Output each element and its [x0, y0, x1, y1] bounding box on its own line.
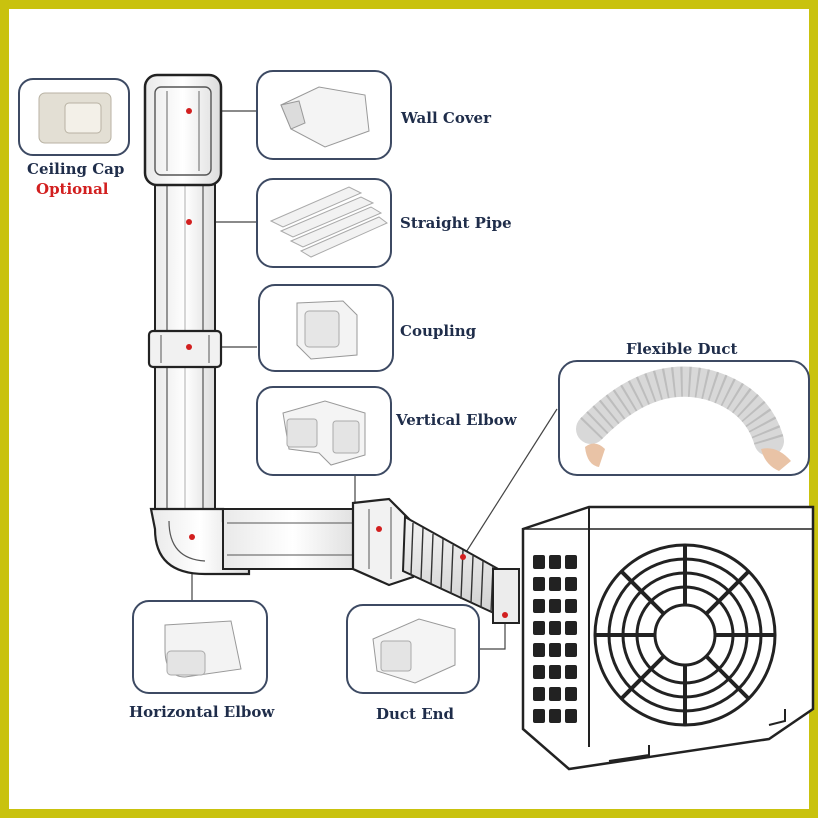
- callout-marker: [186, 108, 192, 114]
- flexible-duct-image: [558, 360, 810, 476]
- label-optional: Optional: [36, 180, 109, 198]
- callout-marker: [502, 612, 508, 618]
- callout-line-duct-end: [477, 615, 506, 650]
- vertical-duct: [143, 73, 223, 520]
- horizontal-elbow-image: [132, 600, 268, 694]
- callout-marker: [186, 219, 192, 225]
- duct-end-image: [346, 604, 480, 694]
- flexible-duct-part: [401, 515, 520, 624]
- label-flexible-duct: Flexible Duct: [626, 340, 738, 358]
- horizontal-run: [149, 497, 415, 587]
- ceiling-cap-image: [18, 78, 130, 156]
- ac-outdoor-unit: [521, 505, 815, 771]
- label-ceiling-cap: Ceiling Cap: [27, 160, 125, 178]
- label-horizontal-elbow: Horizontal Elbow: [129, 703, 275, 721]
- duct-end-part: [492, 568, 520, 624]
- callout-marker: [376, 526, 382, 532]
- label-straight-pipe: Straight Pipe: [400, 214, 512, 232]
- callout-marker: [460, 554, 466, 560]
- callout-marker: [186, 344, 192, 350]
- wall-cover-part: [143, 73, 223, 187]
- callout-line-flexible-duct: [462, 408, 558, 558]
- label-duct-end: Duct End: [376, 705, 455, 723]
- straight-pipe-image: [256, 178, 392, 268]
- vertical-elbow-image: [256, 386, 392, 476]
- line-set-diagram: [18, 70, 815, 771]
- label-vertical-elbow: Vertical Elbow: [396, 411, 517, 429]
- label-wall-cover: Wall Cover: [401, 109, 491, 127]
- vertical-elbow-part: [351, 497, 415, 587]
- label-coupling: Coupling: [400, 322, 477, 340]
- coupling-part: [147, 329, 223, 369]
- wall-cover-image: [256, 70, 392, 160]
- coupling-image: [258, 284, 394, 372]
- callout-marker: [189, 534, 195, 540]
